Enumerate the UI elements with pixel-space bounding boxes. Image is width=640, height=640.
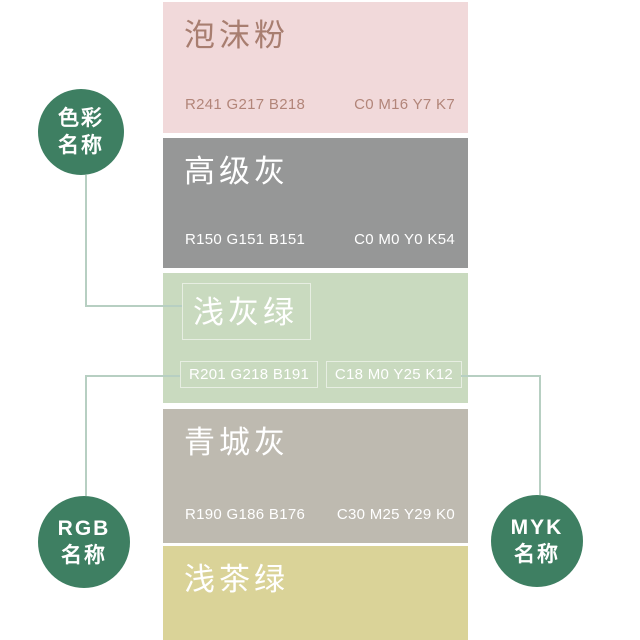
badge-myk-name: MYK 名称	[491, 495, 583, 587]
cmyk-value: C18 M0 Y25 K12	[325, 360, 462, 388]
badge-rgb-line2: 名称	[61, 544, 107, 567]
connector-myk-horizontal	[461, 375, 541, 377]
color-name-label: 青城灰	[184, 425, 289, 460]
badge-myk-line1: MYK	[510, 516, 564, 539]
color-name-label: 高级灰	[184, 154, 289, 189]
color-name-label: 泡沫粉	[184, 18, 289, 53]
color-name-label: 浅茶绿	[184, 562, 289, 597]
cmyk-value: C0 M0 Y0 K54	[354, 230, 455, 248]
badge-color-name-line1: 色彩	[58, 107, 104, 130]
badge-rgb-line1: RGB	[57, 517, 111, 540]
connector-color-name-vertical	[85, 175, 87, 307]
connector-rgb-horizontal	[85, 375, 180, 377]
badge-color-name-line2: 名称	[58, 134, 104, 157]
rgb-value: R190 G186 B176	[185, 505, 306, 523]
cmyk-value: C30 M25 Y29 K0	[336, 505, 455, 523]
badge-rgb-name: RGB 名称	[38, 496, 130, 588]
badge-color-name: 色彩 名称	[38, 89, 124, 175]
swatch-qingcheng-gray: 青城灰 R190 G186 B176 C30 M25 Y29 K0	[163, 409, 468, 543]
swatch-premium-gray: 高级灰 R150 G151 B151 C0 M0 Y0 K54	[163, 138, 468, 268]
badge-myk-line2: 名称	[514, 543, 560, 566]
cmyk-value: C0 M16 Y7 K7	[354, 95, 455, 113]
connector-color-name-horizontal	[85, 305, 182, 307]
rgb-value: R241 G217 B218	[185, 95, 306, 113]
color-name-label: 浅灰绿	[182, 283, 311, 340]
swatch-light-gray-green: 浅灰绿 R201 G218 B191 C18 M0 Y25 K12	[163, 273, 468, 403]
rgb-value: R150 G151 B151	[185, 230, 306, 248]
rgb-value: R201 G218 B191	[180, 360, 319, 388]
connector-myk-vertical	[539, 375, 541, 495]
swatch-light-tea-green: 浅茶绿	[163, 546, 468, 640]
connector-rgb-vertical	[85, 375, 87, 496]
swatch-foam-pink: 泡沫粉 R241 G217 B218 C0 M16 Y7 K7	[163, 2, 468, 133]
